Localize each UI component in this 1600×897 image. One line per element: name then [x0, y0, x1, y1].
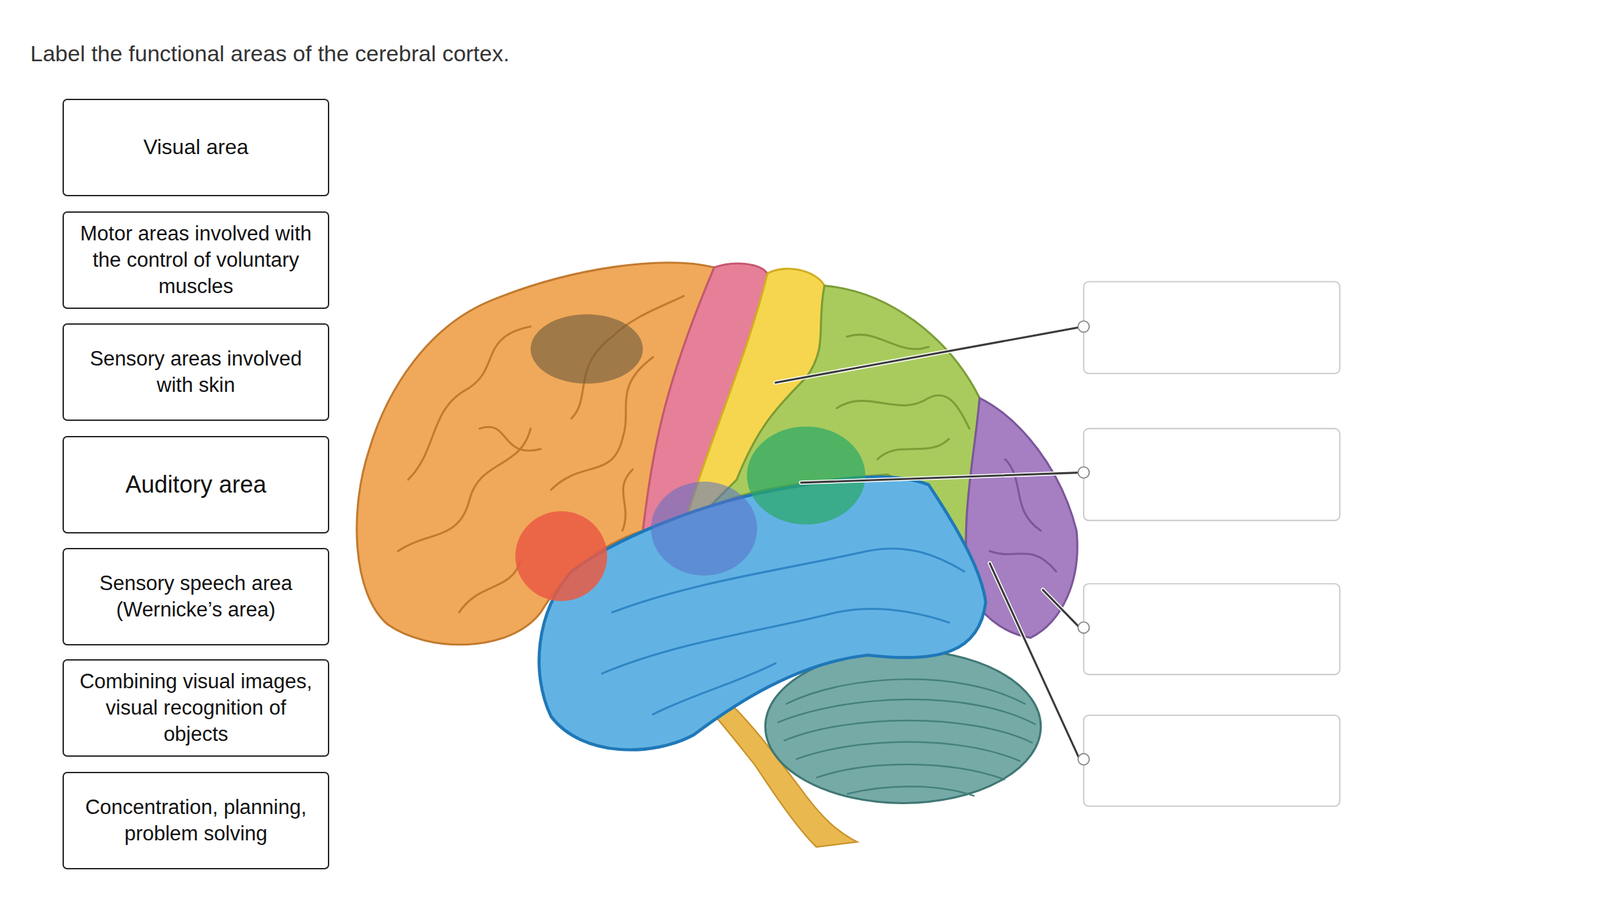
label-box: Visual area	[62, 98, 330, 197]
overlay-brown	[530, 314, 643, 384]
label-text: Motor areas involved with the control of…	[73, 220, 319, 301]
label-text: Sensory speech area (Wernicke’s area)	[73, 570, 319, 624]
cerebellum	[765, 649, 1041, 803]
anchor-dots	[1077, 320, 1090, 765]
answer-boxes	[1083, 281, 1340, 806]
label-text: Combining visual images, visual recognit…	[73, 668, 319, 748]
label-box: Concentration, planning, problem solving	[62, 771, 330, 870]
leader-lines	[775, 326, 1084, 760]
gyri	[397, 295, 1057, 714]
overlay-blue	[651, 481, 758, 576]
label-box: Sensory areas involved with skin	[62, 323, 330, 421]
label-box: Sensory speech area (Wernicke’s area)	[62, 547, 330, 646]
label-box: Auditory area	[62, 435, 330, 534]
label-text: Visual area	[143, 133, 249, 162]
overlay-green	[746, 426, 866, 525]
temporal-lobe	[539, 476, 986, 750]
label-box: Motor areas involved with the control of…	[62, 211, 330, 309]
label-text: Sensory areas involved with skin	[73, 345, 319, 400]
cerebellum-folia	[777, 678, 1036, 796]
overlay-red	[515, 510, 608, 601]
page-title: Label the functional areas of the cerebr…	[30, 40, 510, 67]
label-text: Auditory area	[125, 469, 267, 501]
label-box: Combining visual images, visual recognit…	[62, 659, 330, 757]
label-text: Concentration, planning, problem solving	[73, 794, 319, 848]
